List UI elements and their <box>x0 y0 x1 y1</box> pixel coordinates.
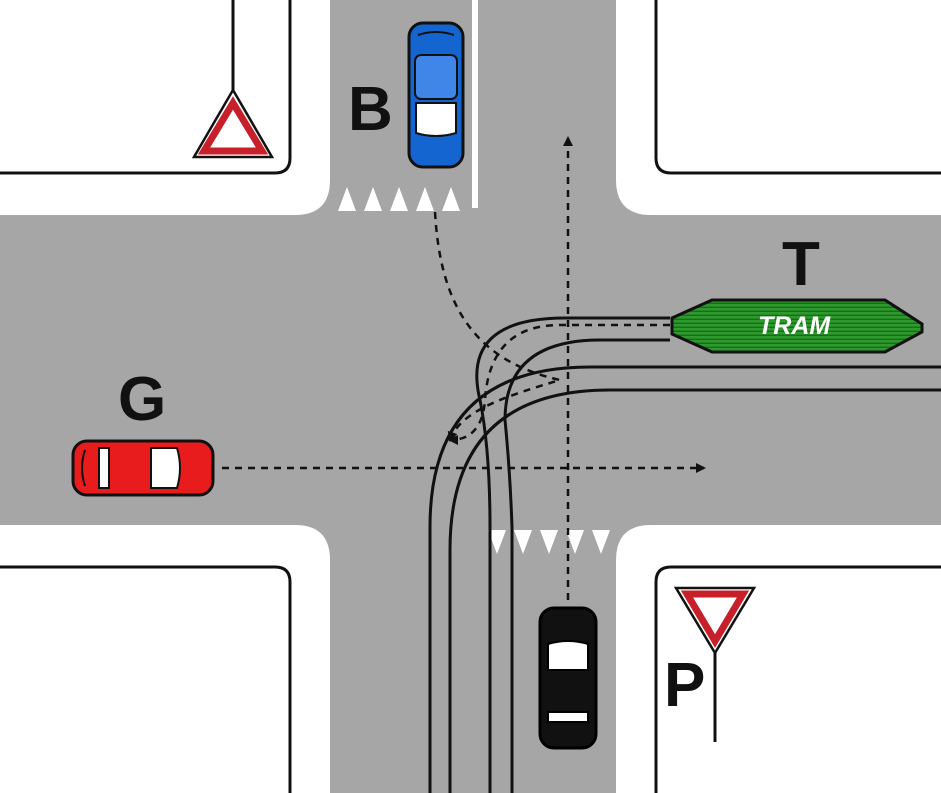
car-b <box>407 21 465 169</box>
tram-track-rail-1 <box>428 365 941 793</box>
label-t: T <box>782 230 820 299</box>
yield-marking-south <box>488 530 610 554</box>
label-b: B <box>348 75 393 144</box>
tram-track-rail-2 <box>448 388 941 793</box>
sidewalk-ne <box>616 0 941 215</box>
warning-triangle-sign <box>191 87 275 159</box>
car-g <box>71 439 215 497</box>
yield-sign <box>673 586 757 656</box>
arrow-tram-turn <box>448 323 670 445</box>
sidewalk-sw <box>0 525 330 793</box>
movement-arrows <box>222 136 706 600</box>
car-p <box>538 606 598 750</box>
lane-markings <box>231 0 717 742</box>
tram-label: TRAM <box>758 312 831 340</box>
label-g: G <box>118 365 166 434</box>
tram-track-rail-4 <box>503 338 670 793</box>
tram-tracks <box>428 316 941 793</box>
center-line-north <box>472 0 478 208</box>
yield-marking-north <box>338 187 460 211</box>
arrow-blue-turn-left <box>433 211 565 442</box>
tram-track-rail-3 <box>475 316 670 793</box>
tram-t <box>670 298 924 354</box>
sidewalk-nw <box>0 0 330 215</box>
label-p: P <box>664 651 705 720</box>
